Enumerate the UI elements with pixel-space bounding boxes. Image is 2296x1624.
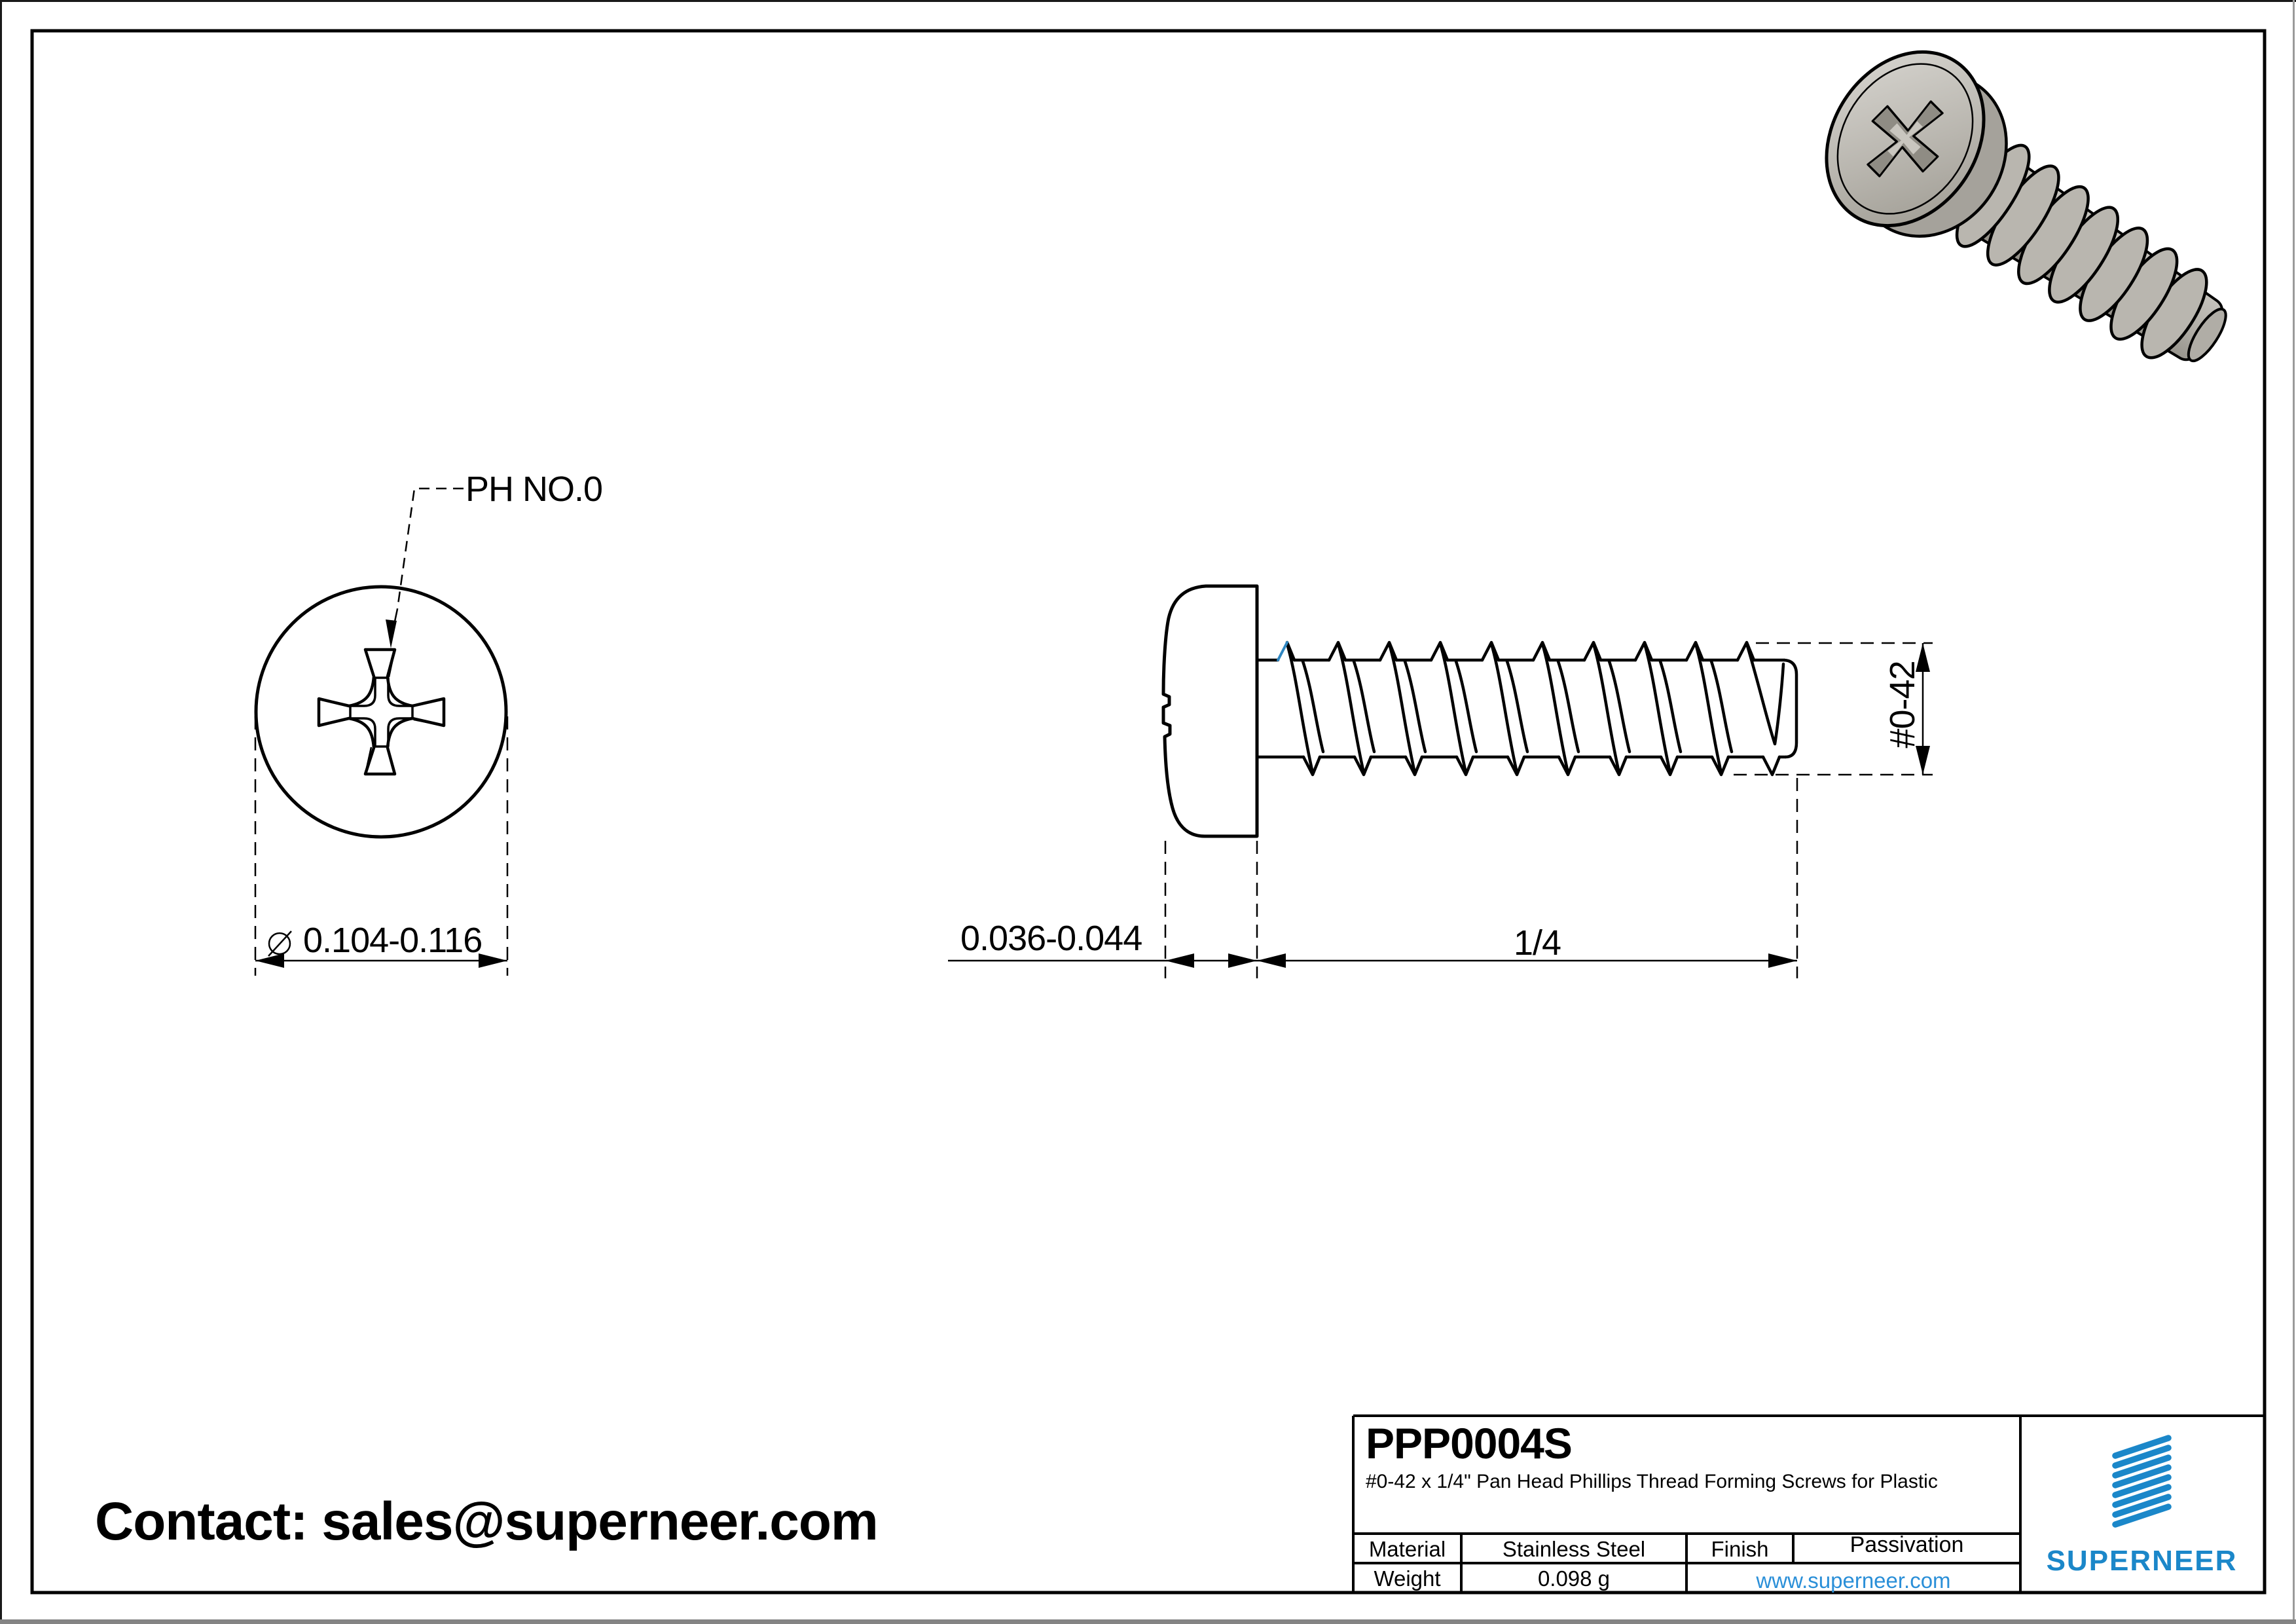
diameter-extension-lines: [254, 716, 509, 976]
head-diameter-value: 0.104-0.116: [303, 921, 483, 960]
side-view-threads: [1255, 640, 1787, 777]
side-view: [948, 584, 1933, 978]
side-head-outline: [1161, 584, 1259, 838]
screw-3d-render: [1825, 50, 2227, 363]
major-dia-dashed: [1734, 642, 1933, 776]
contact-email-text: Contact: sales@superneer.com: [95, 1492, 879, 1551]
window-top-edge: [0, 0, 2296, 2]
brand-wordmark: SUPERNEER: [2046, 1545, 2238, 1577]
screw-coils: [1955, 143, 2208, 360]
head-rim-ring: [1836, 63, 1974, 215]
material-value: Stainless Steel: [1502, 1537, 1646, 1561]
superneer-logo-mark: [2112, 1435, 2172, 1528]
dim-arrow: [479, 953, 507, 968]
phillips-3d-recess: [1867, 100, 1944, 177]
weight-value: 0.098 g: [1537, 1566, 1611, 1591]
dim-arrow: [1228, 953, 1257, 968]
phillips-recess-inner: [349, 676, 414, 748]
phillips-recess-outline: [317, 648, 446, 776]
weight-label: Weight: [1374, 1566, 1441, 1591]
dim-arrow: [1916, 643, 1930, 672]
dim-arrow: [255, 953, 284, 968]
window-bottom-edge[interactable]: [0, 1619, 2296, 1624]
side-tip-cap: [1783, 658, 1798, 759]
website-link[interactable]: www.superneer.com: [1756, 1568, 1951, 1593]
thread-size-value: #0-42: [1883, 661, 1922, 748]
screw-tail: [2187, 308, 2227, 363]
sheet-border: [30, 29, 2267, 1595]
dim-arrow: [1916, 746, 1930, 775]
dim-arrow: [1165, 953, 1194, 968]
head-height-value: 0.036-0.044: [960, 919, 1142, 958]
phillips-recess-facets: [318, 649, 445, 775]
top-view: [254, 487, 509, 976]
title-block-grid: [1352, 1414, 2263, 1592]
recess-leader-arrow: [386, 619, 397, 648]
material-label: Material: [1368, 1537, 1446, 1561]
window-right-edge[interactable]: [2293, 0, 2295, 1624]
part-number: PPP0004S: [1366, 1419, 1573, 1467]
recess-size-label: PH NO.0: [465, 470, 603, 509]
head-extension-lines: [1164, 841, 1258, 978]
finish-label: Finish: [1711, 1537, 1769, 1561]
dim-arrow: [1768, 953, 1797, 968]
finish-value: Passivation: [1850, 1532, 1964, 1557]
diameter-symbol: [268, 931, 292, 957]
dim-arrow: [1257, 953, 1286, 968]
screw-length-value: 1/4: [1514, 923, 1561, 963]
part-description: #0-42 x 1/4" Pan Head Phillips Thread Fo…: [1366, 1471, 1938, 1492]
window-left-edge: [0, 0, 2, 1624]
